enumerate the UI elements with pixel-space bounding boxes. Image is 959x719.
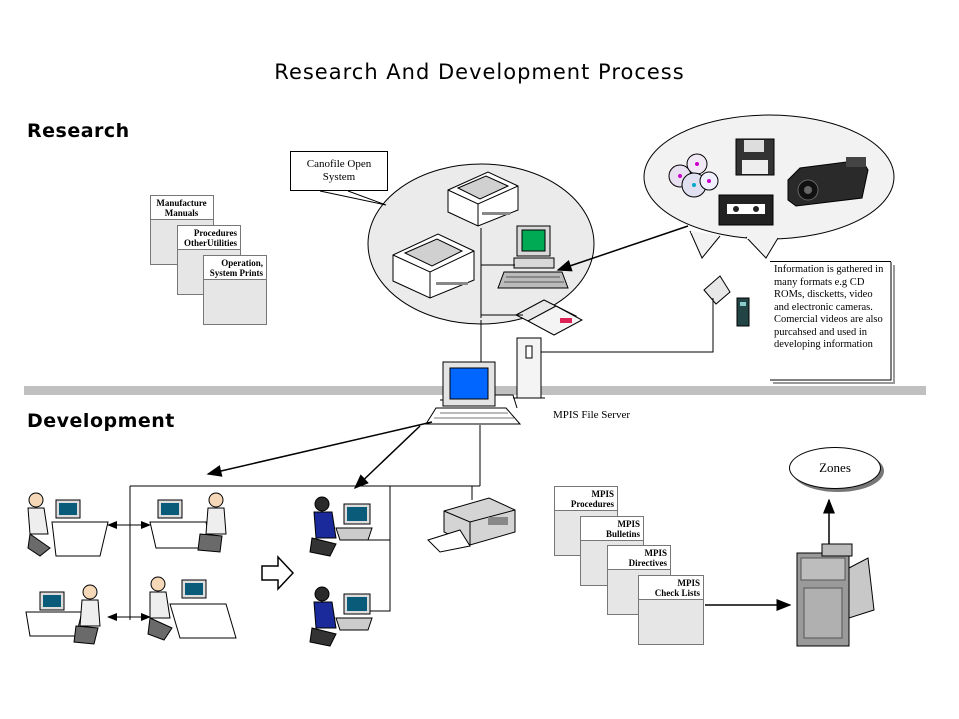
canofile-line-2: System xyxy=(322,171,356,183)
scanner-icon xyxy=(392,233,475,299)
page-title: Research And Development Process xyxy=(274,60,685,84)
disk-stack-icon xyxy=(514,299,584,336)
doc-line-1: MPIS xyxy=(617,519,641,529)
development-heading: Development xyxy=(27,410,175,432)
file-server-icon xyxy=(513,337,545,399)
operator-workstation-icon xyxy=(149,492,227,553)
digital-camera-icon xyxy=(703,275,731,305)
operator-workstation-icon xyxy=(147,576,237,641)
doc-line-2: Directives xyxy=(628,558,667,568)
canofile-pointer xyxy=(319,190,387,206)
operator-workstation-icon xyxy=(25,584,101,645)
doc-line-2: Manuals xyxy=(164,208,199,218)
arrow-right-icon xyxy=(261,555,295,591)
scanner-icon xyxy=(447,171,519,227)
floppy-disk-icon xyxy=(735,138,775,176)
doc-line-1: MPIS xyxy=(677,578,701,588)
media-bubble xyxy=(643,114,895,259)
doc-line-2: OtherUtilities xyxy=(184,238,237,248)
doc-line-1: Manufacture xyxy=(156,198,207,208)
file-server-label: MPIS File Server xyxy=(553,409,630,421)
cd-rom-icon xyxy=(668,153,719,198)
doc-line-2: Check Lists xyxy=(654,588,700,598)
video-camera-icon xyxy=(787,157,869,207)
research-heading: Research xyxy=(27,120,130,142)
doc-line-2: Procedures xyxy=(570,499,614,509)
operator-workstation-icon xyxy=(309,496,373,557)
info-callout: Information is gathered in many formats … xyxy=(770,261,891,380)
doc-line-2: System Prints xyxy=(209,268,263,278)
document-operation-prints: Operation,System Prints xyxy=(203,255,267,325)
doc-line-1: MPIS xyxy=(644,548,668,558)
operator-workstation-icon xyxy=(309,586,373,647)
cassette-icon xyxy=(718,194,774,226)
phone-icon xyxy=(736,297,750,327)
workstation-icon xyxy=(425,361,522,425)
canofile-line-1: Canofile Open xyxy=(306,158,372,170)
doc-line-1: Procedures xyxy=(193,228,237,238)
doc-line-1: MPIS xyxy=(591,489,615,499)
doc-line-1: Operation, xyxy=(221,258,263,268)
copier-icon xyxy=(796,543,875,647)
printer-icon xyxy=(427,497,516,553)
doc-line-2: Bulletins xyxy=(605,529,640,539)
zones-bubble: Zones xyxy=(789,447,881,489)
computer-icon xyxy=(497,225,569,289)
canofile-callout: Canofile Open System xyxy=(290,151,388,191)
operator-workstation-icon xyxy=(27,492,109,557)
